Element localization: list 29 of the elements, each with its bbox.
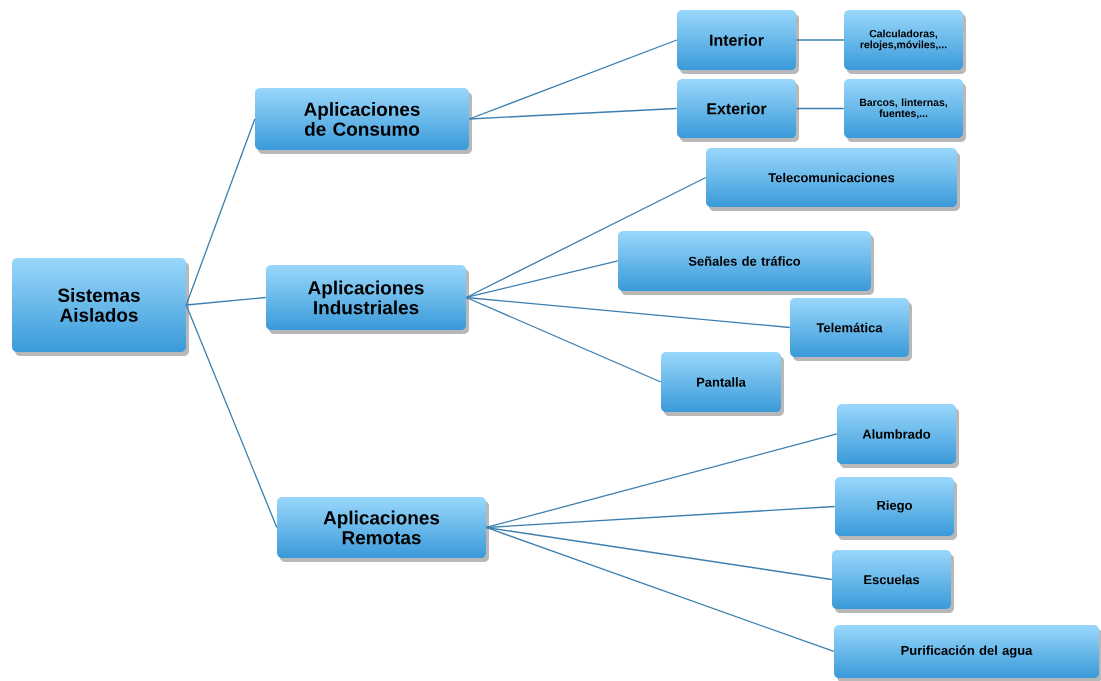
process-box: Pantalla <box>661 352 784 416</box>
process-box: Aplicaciones Industriales <box>266 265 469 334</box>
connector-line <box>795 39 845 41</box>
connector-line <box>485 526 833 581</box>
connector-line <box>465 260 619 299</box>
connector-line <box>185 118 256 306</box>
connector-line <box>485 433 838 529</box>
connector-line <box>185 304 278 529</box>
process-box: Señales de tráfico <box>618 231 874 295</box>
process-box: Sistemas Aislados <box>12 258 189 356</box>
process-box: Riego <box>835 477 957 540</box>
process-box: Aplicaciones Remotas <box>277 497 489 562</box>
connector-line <box>465 296 791 329</box>
process-box: Aplicaciones de Consumo <box>255 88 472 154</box>
connector-line <box>795 107 845 110</box>
process-box: Telecomunicaciones <box>706 148 960 211</box>
process-box: Exterior <box>677 79 799 142</box>
connector-line <box>468 107 678 120</box>
connector-line <box>465 296 662 383</box>
process-box: Escuelas <box>832 550 954 613</box>
connector-line <box>468 39 678 120</box>
connector-line <box>485 526 835 653</box>
process-box: Calculadoras, relojes,móviles,... <box>844 10 966 74</box>
process-box: Interior <box>677 10 799 74</box>
process-box: Alumbrado <box>837 404 959 468</box>
process-box: Purificación del agua <box>834 625 1101 681</box>
process-box: Telemática <box>790 298 912 361</box>
process-box: Barcos, linternas, fuentes,... <box>844 79 966 142</box>
connector-line <box>185 296 267 306</box>
